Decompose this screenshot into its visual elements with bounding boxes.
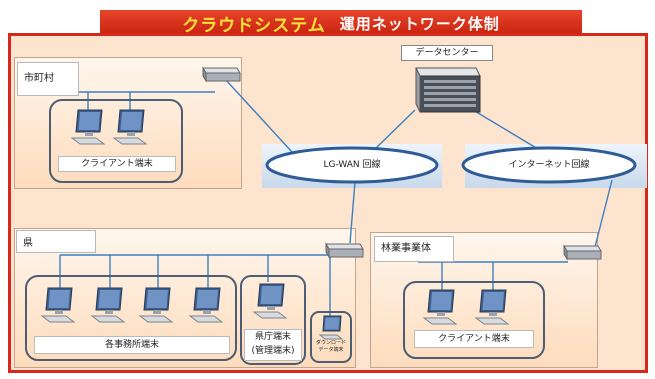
download-terminal-line1: ダウンロード: [315, 340, 346, 346]
desktop-pc-icon: [138, 287, 174, 323]
desktop-pc-icon: [474, 289, 510, 325]
server-rack-icon: [415, 67, 481, 113]
desktop-pc-icon: [112, 109, 148, 145]
network-switch-icon: [563, 244, 602, 261]
municipality-client-label: クライアント端末: [58, 156, 176, 172]
diagram-title: クラウドシステム 運用ネットワーク体制: [100, 10, 582, 37]
prefecture-hq-group: [240, 275, 306, 365]
network-switch-icon: [325, 242, 364, 259]
lgwan-ring: [265, 146, 439, 184]
title-main: クラウドシステム: [182, 16, 326, 36]
region-label-prefecture: 県: [16, 230, 96, 253]
prefecture-download-group: [310, 311, 352, 363]
prefecture-office-label: 各事務所端末: [34, 336, 230, 354]
region-label-municipality: 市町村: [17, 62, 79, 96]
desktop-pc-icon: [188, 287, 224, 323]
download-terminal-line2: データ端末: [318, 347, 344, 353]
desktop-pc-icon: [252, 283, 288, 319]
forestry-client-label: クライアント端末: [414, 330, 534, 348]
internet-label: インターネット回線: [508, 160, 590, 170]
desktop-pc-icon: [40, 287, 76, 323]
desktop-pc-icon: [90, 287, 126, 323]
network-switch-icon: [202, 66, 241, 83]
title-sub: 運用ネットワーク体制: [339, 15, 500, 33]
prefecture-hq-label: 県庁端末 (管理端末): [244, 329, 302, 361]
prefecture-hq-label-line1: 県庁端末: [254, 332, 291, 342]
data-center-label: データセンター: [401, 45, 493, 61]
region-label-forestry: 林業事業体: [374, 236, 454, 262]
lgwan-label: LG-WAN 回線: [323, 160, 381, 170]
desktop-pc-icon: [422, 289, 458, 325]
internet-ring: [461, 146, 637, 184]
prefecture-hq-label-line2: (管理端末): [251, 346, 295, 356]
desktop-pc-icon: [318, 315, 344, 340]
municipality-client-group: [49, 99, 183, 183]
desktop-pc-icon: [70, 109, 106, 145]
prefecture-office-group: [25, 275, 237, 361]
forestry-client-group: [403, 281, 545, 359]
download-terminal-label: ダウンロード データ端末: [312, 340, 350, 354]
